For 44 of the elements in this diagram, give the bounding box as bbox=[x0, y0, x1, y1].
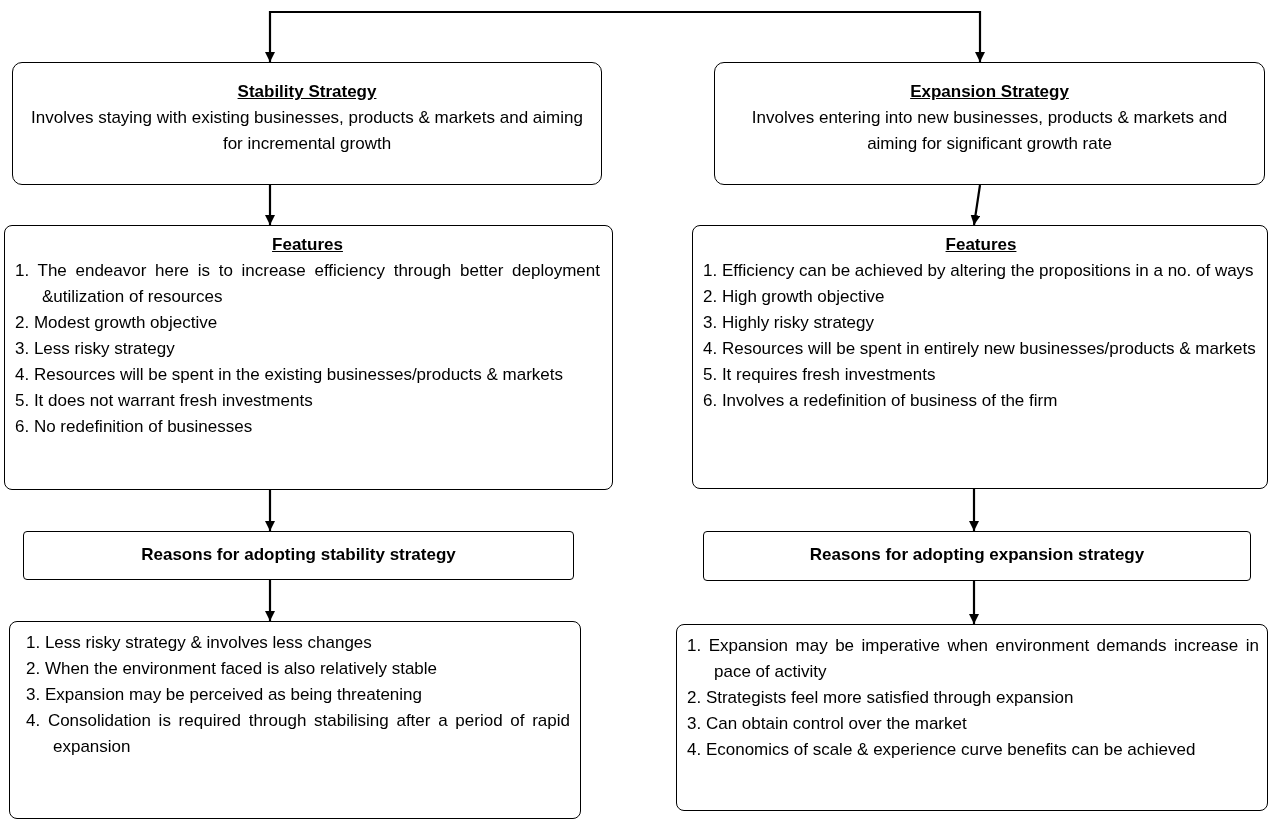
list-item: 2. High growth objective bbox=[703, 286, 886, 308]
list-item: 2. When the environment faced is also relatively stable bbox=[26, 658, 439, 680]
list-item: 4. Consolidation is required through stabilising after a period of rapid expansion bbox=[26, 710, 570, 758]
arrow bbox=[265, 580, 275, 621]
arrow bbox=[969, 581, 979, 624]
arrow bbox=[265, 10, 635, 62]
list-item: 3. Highly risky strategy bbox=[703, 312, 875, 334]
list-box bbox=[692, 225, 1268, 489]
list-box bbox=[676, 624, 1268, 811]
box-heading: Expansion Strategy bbox=[910, 81, 1069, 103]
list-item: 6. No redefinition of businesses bbox=[15, 416, 254, 438]
list-item: 5. It does not warrant fresh investments bbox=[15, 390, 314, 412]
list-item: 3. Can obtain control over the market bbox=[687, 713, 968, 735]
list-box bbox=[4, 225, 613, 490]
arrow bbox=[970, 184, 982, 226]
list-item: 3. Less risky strategy bbox=[15, 338, 176, 360]
list-item: 2. Strategists feel more satisfied through expansion bbox=[687, 687, 1075, 709]
section-heading: Features bbox=[272, 234, 343, 256]
strategy-box bbox=[12, 62, 602, 185]
list-item: 4. Resources will be spent in entirely new businesses/products & markets bbox=[703, 338, 1257, 360]
list-item: 2. Modest growth objective bbox=[15, 312, 219, 334]
heading-box bbox=[703, 531, 1251, 581]
box-heading: Reasons for adopting expansion strategy bbox=[808, 544, 1146, 566]
list-item: 4. Resources will be spent in the existing businesses/products & markets bbox=[15, 364, 565, 386]
list-item: 4. Economics of scale & experience curve benefits can be achieved bbox=[687, 739, 1197, 761]
list-item: 6. Involves a redefinition of business of the firm bbox=[703, 390, 1059, 412]
list-item: 1. Expansion may be imperative when environment demands increase in pace of activity bbox=[687, 635, 1259, 683]
list-item: 1. Less risky strategy & involves less changes bbox=[26, 632, 373, 654]
list-item: 3. Expansion may be perceived as being threatening bbox=[26, 684, 423, 706]
box-heading: Reasons for adopting stability strategy bbox=[140, 544, 457, 566]
list-item: 5. It requires fresh investments bbox=[703, 364, 937, 386]
list-item: 1. Efficiency can be achieved by altering the propositions in a no. of ways bbox=[703, 260, 1255, 282]
heading-box bbox=[23, 531, 574, 580]
arrow bbox=[265, 185, 275, 225]
list-item: 1. The endeavor here is to increase efficiency through better deployment &utilization of resources bbox=[15, 260, 600, 308]
arrow bbox=[265, 490, 275, 531]
arrow bbox=[969, 489, 979, 531]
list-box bbox=[9, 621, 581, 819]
arrow bbox=[635, 10, 985, 62]
description: Involves entering into new businesses, products & markets and aiming for significant growth rate bbox=[750, 107, 1229, 155]
strategy-box bbox=[714, 62, 1265, 185]
box-heading: Stability Strategy bbox=[237, 81, 377, 103]
description: Involves staying with existing businesses, products & markets and aiming for incremental growth bbox=[30, 107, 584, 155]
section-heading: Features bbox=[945, 234, 1017, 256]
